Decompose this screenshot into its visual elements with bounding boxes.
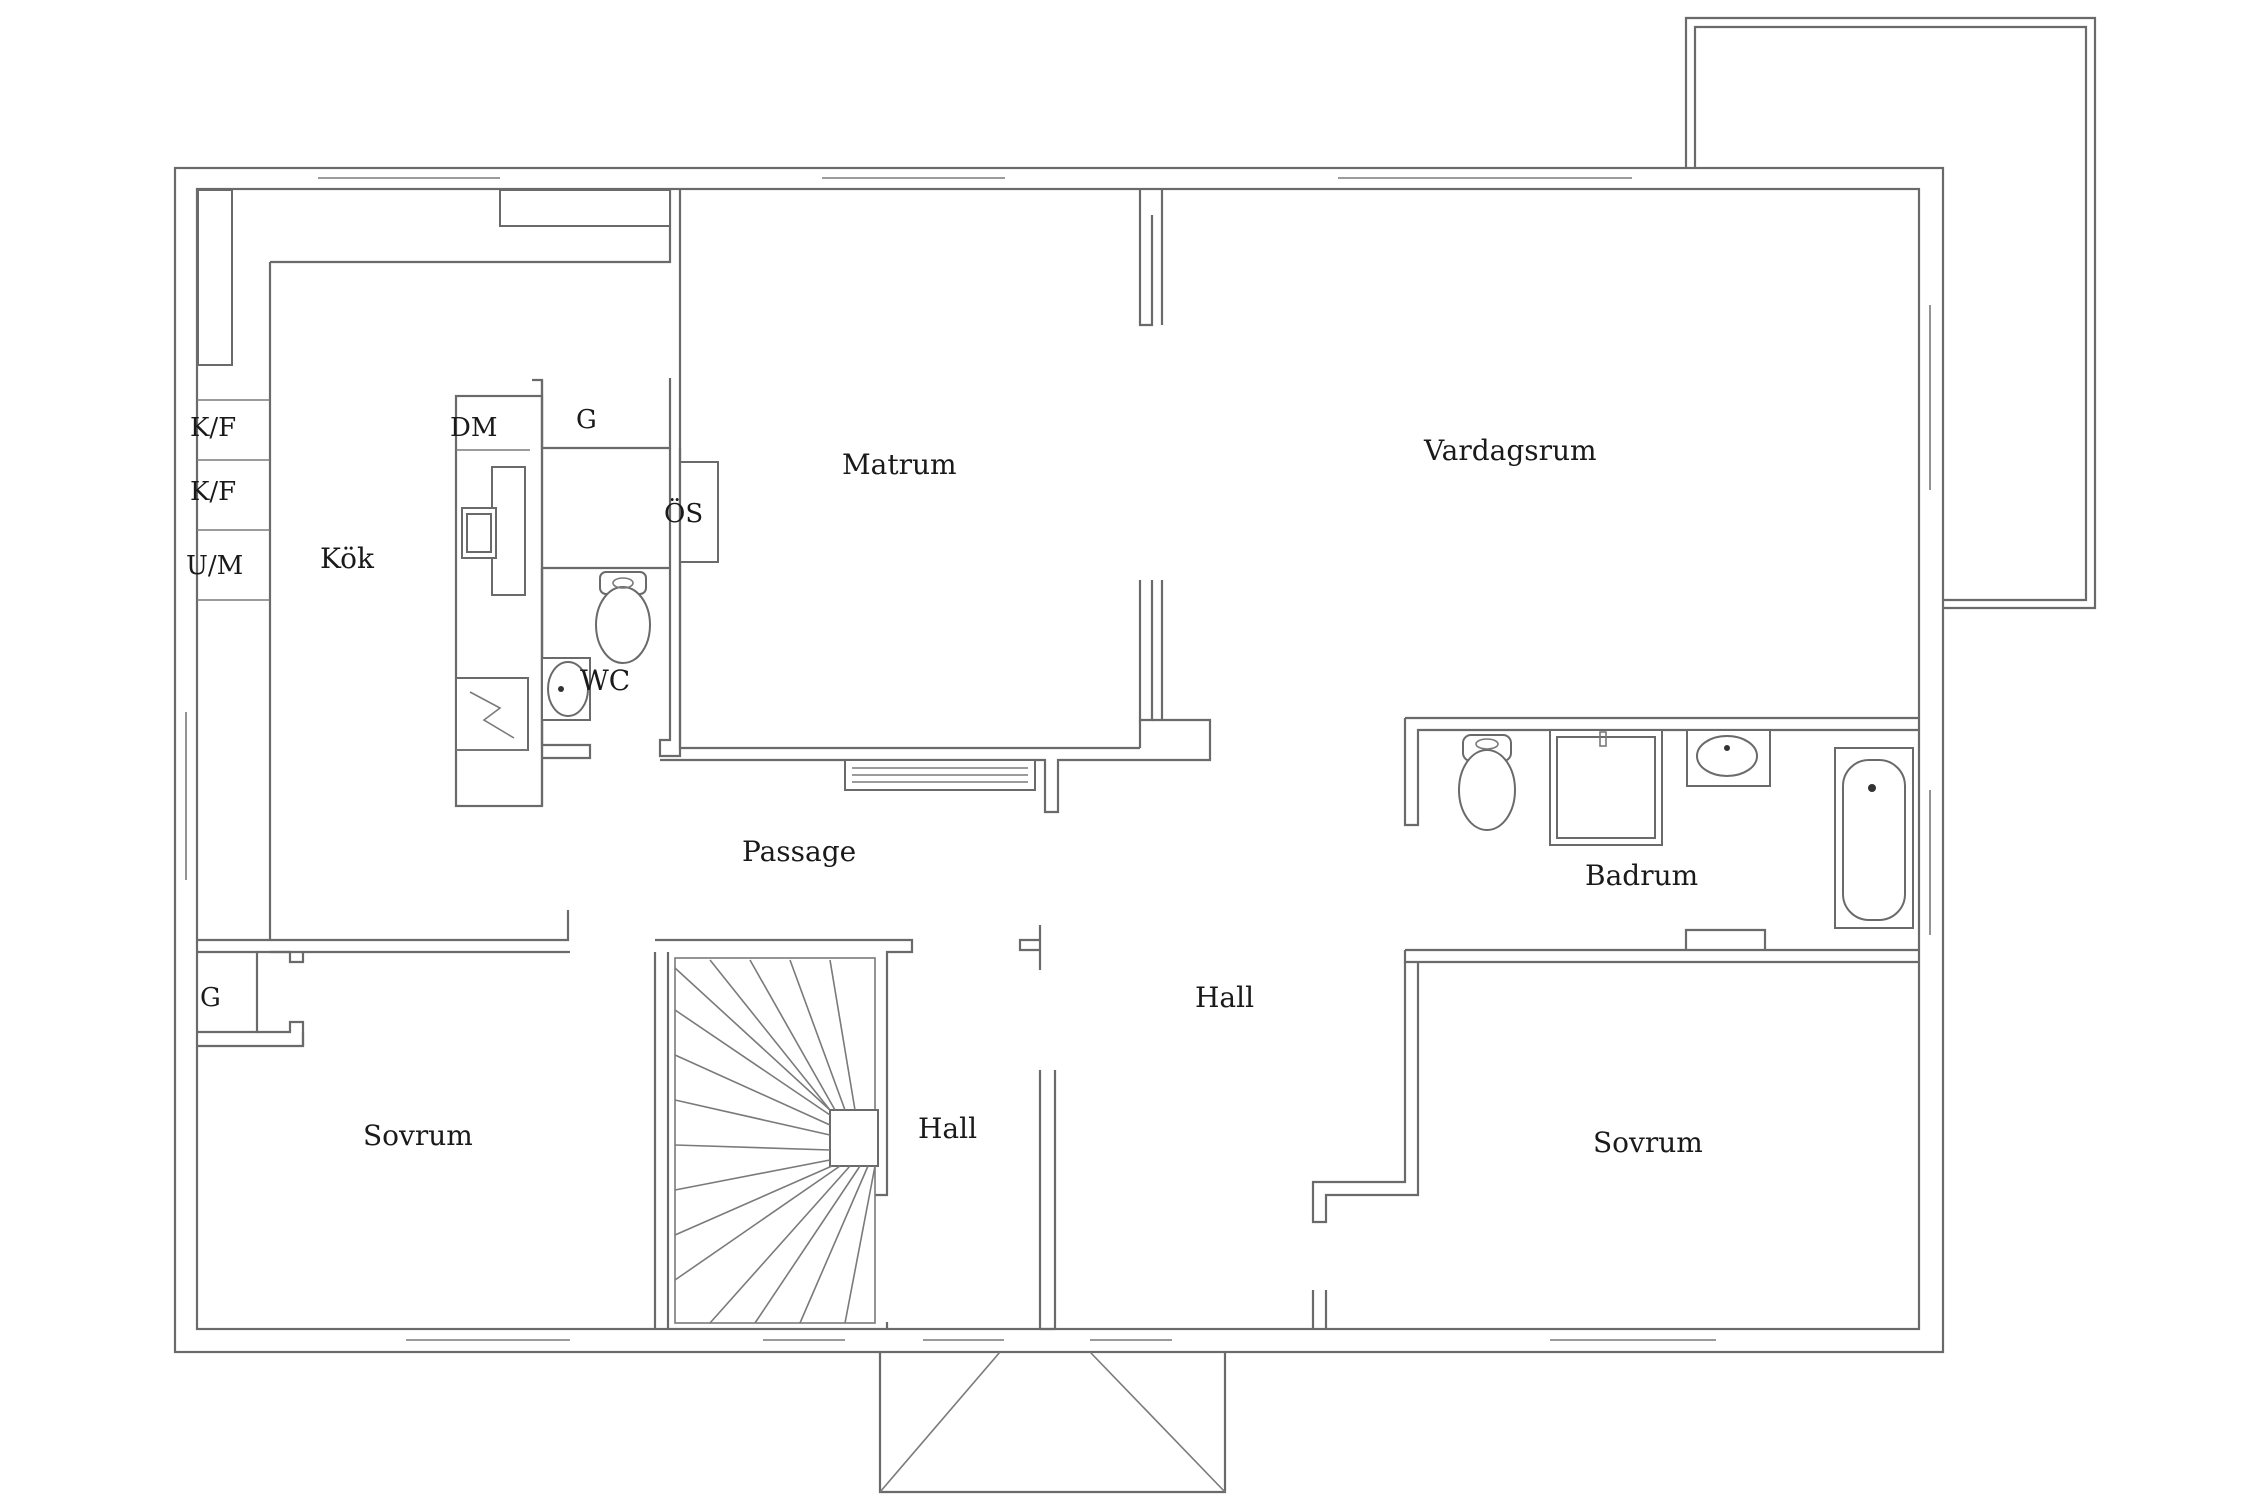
fixture-label-os: ÖS <box>664 497 703 529</box>
wc-fixtures <box>541 571 651 721</box>
vardagsrum-walls <box>1160 190 1919 827</box>
room-label-hall-stair: Hall <box>918 1112 977 1145</box>
room-label-sovrum-right: Sovrum <box>1593 1126 1703 1159</box>
room-labels: Kök Matrum Vardagsrum Passage WC Badrum … <box>320 434 1703 1159</box>
room-label-vardagsrum: Vardagsrum <box>1423 434 1597 467</box>
outer-walls <box>173 166 1945 1354</box>
terrace <box>1684 16 2097 610</box>
entrance-canopy <box>878 1351 1227 1494</box>
room-label-wc: WC <box>580 664 630 697</box>
fixture-label-g-bedroom: G <box>200 983 221 1013</box>
room-label-passage: Passage <box>742 835 856 868</box>
room-label-kok: Kök <box>320 542 375 575</box>
badrum <box>1403 729 1919 964</box>
sovrum-left-walls <box>197 950 670 1329</box>
fixture-label-um: U/M <box>186 551 243 581</box>
kitchen-counter <box>454 394 544 808</box>
matrum-walls <box>660 190 1212 814</box>
kitchen-walls <box>197 189 672 954</box>
sovrum-right-walls <box>1311 962 1420 1329</box>
wc-walls <box>532 378 719 806</box>
fixture-label-dm: DM <box>450 413 497 443</box>
fixture-label-kf1: K/F <box>190 413 236 443</box>
fixture-label-g-kitchen: G <box>576 405 597 435</box>
staircase <box>655 938 914 1324</box>
hall-walls <box>885 925 1057 1331</box>
room-label-sovrum-left: Sovrum <box>363 1119 473 1152</box>
fixture-label-kf2: K/F <box>190 477 236 507</box>
fixture-labels: K/F K/F U/M DM G ÖS G <box>186 405 703 1013</box>
appliance-column <box>197 399 270 601</box>
room-label-badrum: Badrum <box>1585 859 1698 892</box>
windows <box>185 177 1931 1341</box>
room-label-matrum: Matrum <box>842 448 957 481</box>
room-label-hall-main: Hall <box>1195 981 1254 1014</box>
